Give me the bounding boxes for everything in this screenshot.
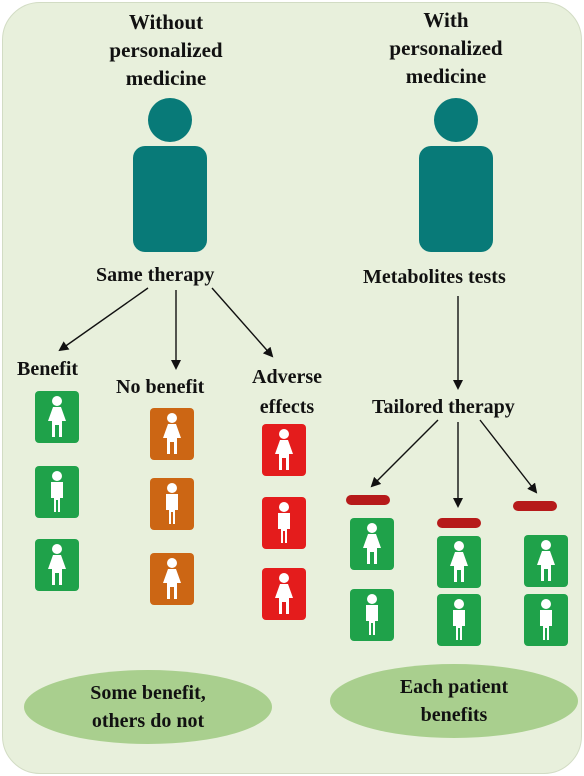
male-patient-icon [350,589,394,641]
arrow-to-group-3 [479,419,538,494]
tailored-therapy-label: Tailored therapy [372,396,515,418]
right-outcome-line-2: benefits [420,704,488,726]
right-outcome-line-1: Each patient [399,676,509,698]
arrow-to-benefit [58,287,149,352]
no-benefit-label: No benefit [116,376,205,398]
arrow-to-group-1 [370,419,439,488]
benefit-label: Benefit [17,358,79,380]
male-patient-icon [262,497,306,549]
male-patient-icon [150,478,194,530]
stop-bar-icon [437,518,481,528]
male-patient-icon [437,594,481,646]
female-patient-icon [262,568,306,620]
stop-bar-icon [513,501,557,511]
arrow-to-adverse [211,287,274,358]
same-therapy-label: Same therapy [96,264,215,286]
right-title: With personalized medicine [389,8,503,88]
female-patient-icon [524,535,568,587]
adverse-effects-label: Adverse effects [252,366,322,418]
female-patient-icon [150,408,194,460]
female-patient-icon [262,424,306,476]
female-patient-icon [150,553,194,605]
male-patient-icon [524,594,568,646]
female-patient-icon [437,536,481,588]
female-patient-icon [35,539,79,591]
male-patient-icon [35,466,79,518]
left-outcome-line-1: Some benefit, [90,682,206,704]
female-patient-icon [35,391,79,443]
female-patient-icon [350,518,394,570]
metabolites-tests-label: Metabolites tests [363,266,506,288]
left-outcome-line-2: others do not [91,710,205,732]
right-person-icon [419,98,493,252]
left-person-icon [133,98,207,252]
left-outcome-oval: Some benefit, others do not [24,670,272,744]
left-title: Without personalized medicine [109,10,223,90]
stop-bar-icon [346,495,390,505]
right-outcome-oval: Each patient benefits [330,664,578,738]
